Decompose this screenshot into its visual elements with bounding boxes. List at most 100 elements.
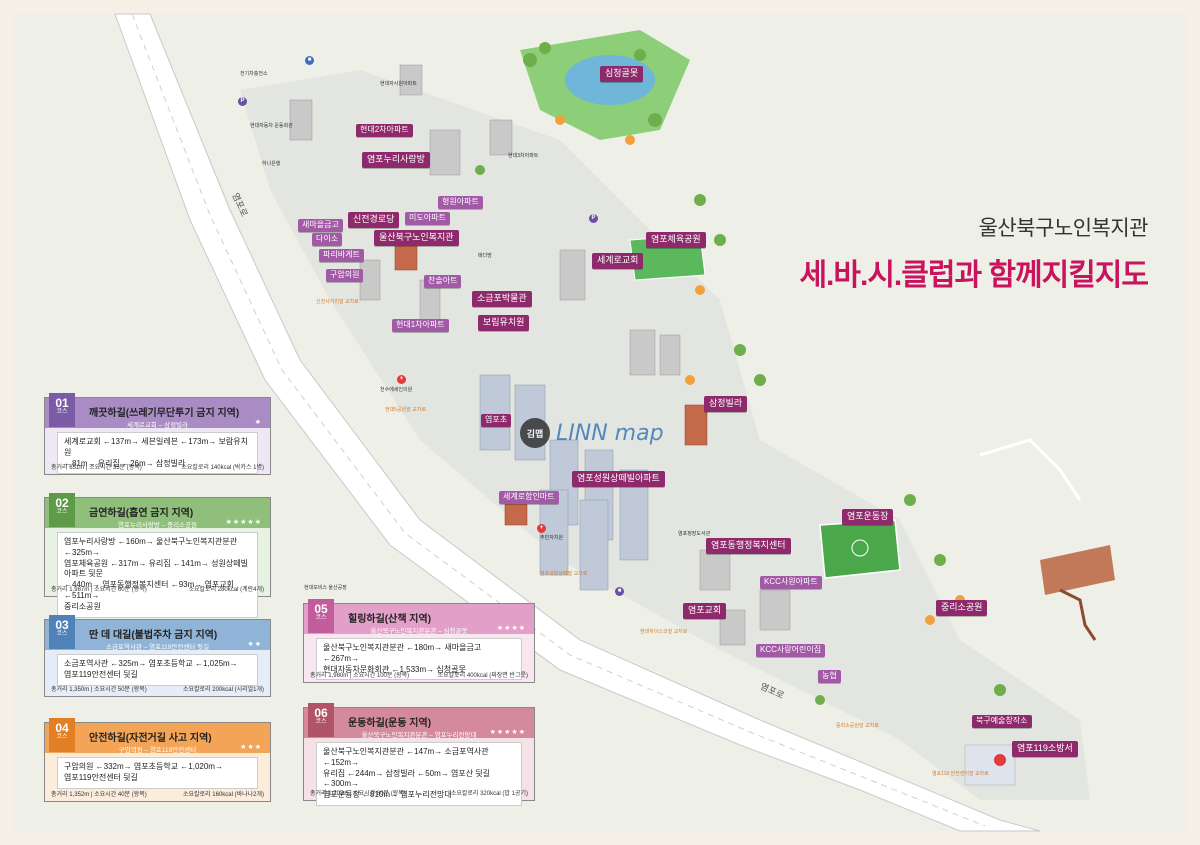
course-footer: 총거리 1,352m | 소요시간 40분 (왕복)소요칼로리 160kcal … [51,792,264,798]
label-jungni-wig: 주민자치원 [540,535,564,541]
course-subtitle: 세계로교회 – 삼정빌라 [126,422,189,429]
poi-yeompo-church[interactable]: 염포교회 [683,603,727,619]
course-stars: ★ [254,419,262,426]
course-subtitle: 구암의원 – 염포119안전센터 [118,747,197,754]
org-name: 울산북구노인복지관 [978,217,1149,240]
label-hana: 하나은행 [262,161,281,167]
poi-fire-station[interactable]: 염포119소방서 [1012,741,1078,757]
poi-simcheong[interactable]: 심청골못 [600,66,644,82]
course-footer: 총거리 1,987m | 소요시간 60분 (왕복)소요칼로리 280kcal … [51,587,264,593]
poi-ulsan-center[interactable]: 울산북구노인복지관 [374,230,459,246]
course-route: 구암의원 ←332m→ 염포초등학교 ←1,020m→ 염포119안전센터 뒷길 [57,757,258,789]
course-subtitle: 염포누리사랑방 – 중리소공원 [118,522,197,529]
course-stars: ★★★ [240,744,262,751]
poi-hyeonwoo[interactable]: 형원아파트 [438,196,483,209]
label-hyundai-cross: 현대하이스코앞 교차로 [640,629,688,635]
title-block: 울산북구노인복지관 세.바.시.클럽과 함께지킬지도 [799,212,1149,294]
poi-yeompo-nuri[interactable]: 염포누리사랑방 [362,152,430,168]
parking-icon: P [589,214,598,223]
poi-kcc-kinder[interactable]: KCC사랑어린이집 [756,644,826,657]
poi-gym[interactable]: 염포체육공원 [646,232,706,248]
label-pumpkin: 염포정장도서관 [678,531,711,537]
hospital-icon: + [537,524,546,533]
poi-church[interactable]: 세계로교회 [592,253,644,269]
course-footer: 총거리 651m | 소요시간 35분 (왕복)소요칼로리 140kcal (박… [51,465,264,471]
course-route: 염포누리사랑방 ←160m→ 울산북구노인복지관분관 ←325m→ 염포체육공원… [57,532,258,618]
bus-stop-icon: ■ [615,587,624,596]
watermark-badge: 김맵 [520,418,550,448]
course-subtitle: 울산북구노인복지관분관 – 심청골못 [370,628,468,635]
course-subtitle: 소금포역사관 – 염포119안전센터 뒷길 [105,644,210,651]
poi-jungni-park[interactable]: 중리소공원 [936,600,988,616]
poi-sinjeon[interactable]: 신전경로당 [348,212,400,228]
poi-sungwon[interactable]: 염포성원상떼빌아파트 [572,471,665,487]
parking-icon: P [238,97,247,106]
poi-yeompo-chodeung[interactable]: 염포초 [481,414,512,427]
label-hyundai-driving: 현대자사원아파트 [380,81,417,87]
label-junggo: 중리소공원앞 교차로 [836,723,879,729]
watermark: 김맵 LINN map [520,418,664,448]
label-hyundai-factory: 현대모비스 울산공장 [304,585,347,591]
poi-hyundai2[interactable]: 현대2차아파트 [356,124,413,137]
course-title: 안전하길(자전거길 사고 지역) [89,733,212,744]
course-stars: ★★★★★ [489,729,526,736]
poi-nonghyup[interactable]: 농협 [818,670,841,683]
label-hyundai3: 현대3차아파트 [508,153,539,159]
label-sinjeon-walk: 신전사거리앞 교차로 [316,299,359,305]
course-footer: 총거리 1,703m | 소요시간 80분 (왕복)소요칼로리 320kcal … [310,791,528,797]
label-stadium: 염포성원상떼빌 교차로 [540,571,588,577]
map-title: 세.바.시.클럽과 함께지킬지도 [799,259,1149,292]
poi-sanghap-villa[interactable]: 삼정빌라 [704,396,748,412]
course-subtitle: 울산북구노인복지관분관 – 염포누리전망대 [361,732,477,739]
poi-art-academy[interactable]: 북구예술창작소 [972,715,1032,728]
poi-paris[interactable]: 파리바게트 [319,249,364,262]
course-route: 세계로교회 ←137m→ 세븐일레븐 ←173m→ 보람유치원 ←81m→ 유리… [57,432,258,475]
pergola [1040,545,1115,641]
bus-stop-icon: ■ [305,56,314,65]
label-hyundai-office: 현대자동차 운동회관 [250,123,293,129]
course-route: 울산북구노인복지관분관 ←147m→ 소금포역사관 ←152m→ 유리집 ←24… [316,742,522,806]
label-yeompo119: 염포119 안전센터앞 교차로 [932,771,989,777]
course-footer: 총거리 1,350m | 소요시간 50분 (왕복)소요칼로리 200kcal … [51,687,264,693]
poi-saemaeul[interactable]: 새마을금고 [298,219,343,232]
soccer-field [819,519,901,579]
course-stars: ★★★★★ [225,519,262,526]
label-chunsoo: 천수에세인의원 [380,387,413,393]
course-stars: ★★★★ [496,625,526,632]
label-market: 매다방 [478,253,492,259]
poi-kcc-apt[interactable]: KCC사원아파트 [760,576,822,589]
watermark-text: LINN map [556,420,664,446]
poi-hyundai1[interactable]: 현대1차아파트 [392,319,449,332]
hospital-icon: + [397,375,406,384]
poi-sewrock[interactable]: 세계로함인마트 [499,491,559,504]
course-title: 힐링하길(산책 지역) [348,614,432,625]
course-stars: ★★ [247,641,262,648]
poi-chansol[interactable]: 찬솔아트 [424,275,462,288]
poi-mido[interactable]: 미도아파트 [405,212,450,225]
poi-borim[interactable]: 보림유치원 [478,315,530,331]
poi-welfare-center[interactable]: 염포동행정복지센터 [706,538,791,554]
poi-gu-clinic[interactable]: 구암의원 [326,269,364,282]
poi-sogeum[interactable]: 소금포박물관 [472,291,532,307]
course-footer: 총거리 1,980m | 소요시간 100분 (왕복)소요칼로리 400kcal… [310,673,528,679]
course-title: 깨끗하길(쓰레기무단투기 금지 지역) [89,408,240,419]
poi-undong[interactable]: 염포운동장 [842,509,894,525]
poi-daiso[interactable]: 다이소 [312,233,343,246]
course-title: 금연하길(흡연 금지 지역) [89,508,194,519]
course-title: 딴 데 대길(불법주차 금지 지역) [89,630,218,641]
course-route: 울산북구노인복지관분관 ←180m→ 새마을금고 ←267m→ 현대자동차문화회… [316,638,522,681]
label-charging: 전기차충전소 [240,71,268,77]
